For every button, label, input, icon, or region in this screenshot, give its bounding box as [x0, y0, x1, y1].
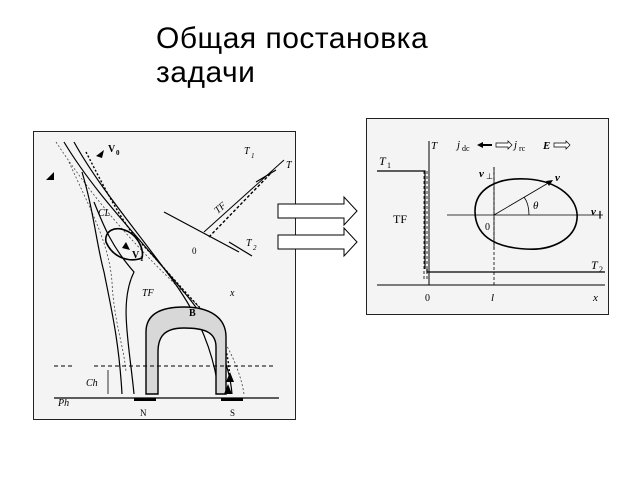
v1-arrow [122, 242, 130, 250]
tf-line-2 [203, 159, 285, 233]
t2-line [228, 241, 253, 257]
t1-sub: 1 [251, 152, 255, 160]
prominence-schematic: V 0 V 1 CL TF TF B Ch Ph N S T T 1 T 2 0… [46, 141, 293, 418]
velocity-vector [493, 181, 551, 216]
temperature-profile: T 1 T 2 T TF j dc j rc E v ⊥ v v ∥ θ 0 0… [377, 139, 605, 304]
v-perp-label: v [479, 168, 484, 180]
flow-dotted-2 [141, 243, 231, 383]
flux-tube-left-branch-inner [93, 201, 135, 395]
e-label: E [542, 140, 550, 152]
j-rc-label: j [512, 139, 517, 151]
j-rc-arrow [495, 140, 513, 150]
t2-step [426, 269, 605, 273]
t1-label: T [244, 146, 251, 157]
tf-line-1 [163, 211, 240, 253]
t-label: T [286, 160, 293, 171]
v1-sub: 1 [140, 255, 144, 263]
velocity-vector-head [546, 180, 553, 186]
temperature-profile-panel: T 1 T 2 T TF j dc j rc E v ⊥ v v ∥ θ 0 0… [366, 118, 609, 315]
v-par-label: v [591, 206, 596, 218]
j-dc-arrow-head [477, 142, 483, 148]
t1-line [255, 169, 277, 183]
outer-dotted-boundary [55, 141, 245, 395]
left-entry-arrow [46, 172, 54, 180]
j-dc-label: j [455, 139, 460, 151]
cl-label: CL [98, 208, 111, 219]
tf-lower-label: TF [142, 288, 155, 299]
t2-sub: 2 [253, 244, 257, 252]
flux-tube-inner [73, 141, 220, 395]
flux-tube-left-branch [81, 171, 123, 395]
axis-x-label: x [592, 292, 598, 304]
origin-label: 0 [485, 222, 490, 233]
prominence-schematic-panel: V 0 V 1 CL TF TF B Ch Ph N S T T 1 T 2 0… [33, 131, 296, 420]
t1-label: T [379, 154, 387, 168]
arched-loop [145, 306, 227, 395]
t2-sub: 2 [599, 265, 603, 274]
theta-label: θ [533, 200, 539, 212]
downflow-arrow-left [226, 372, 234, 382]
tf-label: TF [393, 212, 407, 226]
t1-sub: 1 [387, 161, 391, 170]
v-label: v [555, 172, 560, 184]
e-arrow [553, 140, 571, 150]
slide-title: Общая постановка задачи [156, 22, 428, 90]
inner-dotted-boundary [68, 161, 127, 373]
axis-l-label: l [491, 292, 494, 304]
t2-label: T [246, 238, 253, 249]
ch-label: Ch [86, 378, 98, 389]
v0-arrow [96, 150, 104, 158]
s-label: S [230, 408, 235, 418]
cl-loop [105, 227, 144, 261]
title-line-1: Общая постановка [156, 22, 429, 55]
footpoint-s [221, 398, 243, 401]
j-dc-sub: dc [462, 144, 470, 153]
theta-arc [523, 196, 530, 216]
v-perp-sub: ⊥ [486, 172, 493, 181]
x-label: x [229, 288, 235, 299]
v0-label: V [108, 144, 116, 155]
b-label: B [189, 308, 196, 319]
zero-label: 0 [192, 246, 197, 256]
tf-upper-label: TF [212, 200, 229, 217]
n-label: N [140, 408, 147, 418]
v-par-sub: ∥ [598, 210, 602, 219]
t2-label: T [591, 258, 599, 272]
axis-zero-label: 0 [425, 293, 430, 304]
footpoint-n [134, 398, 156, 401]
t1-step [377, 170, 426, 269]
v1-label: V [132, 250, 140, 261]
tf-line-dashed [208, 171, 273, 238]
downflow-arrow-right [224, 384, 232, 394]
velocity-distribution-contour [474, 178, 578, 250]
t-axis-label: T [431, 140, 438, 152]
flow-dotted-1 [85, 151, 140, 243]
ph-label: Ph [57, 398, 69, 409]
v0-sub: 0 [116, 149, 120, 157]
title-line-2: задачи [156, 56, 256, 89]
j-rc-sub: rc [519, 144, 526, 153]
